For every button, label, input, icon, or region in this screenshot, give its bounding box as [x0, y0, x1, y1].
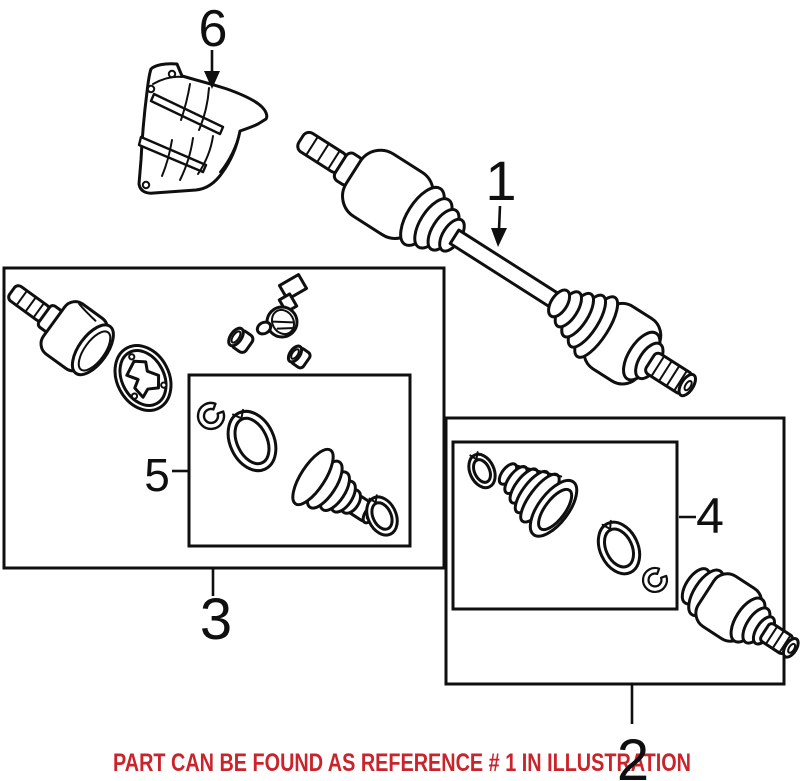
- shield-hole: [141, 180, 151, 190]
- outer-boot-kit-box: [451, 440, 679, 611]
- boot-clamp-large-inner: [226, 408, 278, 473]
- callout-3: 3: [200, 587, 232, 652]
- shield-hole: [167, 69, 177, 79]
- cv-boot-inner: [291, 447, 379, 525]
- outer-joint-kit-box: [444, 416, 786, 686]
- callout-5: 5: [144, 449, 170, 501]
- snap-ring-outer: [641, 566, 668, 594]
- snap-ring-inner: [196, 401, 226, 431]
- boot-clamp-small-outer: [467, 451, 497, 490]
- callout-4: 4: [696, 488, 724, 544]
- leader-1: [491, 205, 507, 247]
- axle-shaft: [448, 228, 562, 310]
- boot-clamp-large-outer: [596, 519, 642, 576]
- reference-note: PART CAN BE FOUND AS REFERENCE # 1 IN IL…: [113, 749, 691, 777]
- drive-axle-assembly: [296, 130, 697, 398]
- leader-6: [204, 50, 220, 89]
- arrowhead: [204, 71, 220, 89]
- cap-nut: [227, 326, 255, 354]
- flange-hole: [160, 381, 168, 389]
- flange-hole: [130, 392, 139, 400]
- cap-nut: [286, 344, 312, 370]
- flange-hole: [128, 353, 136, 361]
- outer-cv-joint: [680, 567, 800, 659]
- shield-rib: [137, 135, 208, 174]
- boot-clamp-small-inner: [365, 494, 399, 537]
- arrowhead: [491, 228, 507, 247]
- callout-6: 6: [199, 0, 228, 58]
- inner-boot-kit-box: [187, 373, 412, 548]
- cv-boot-outer: [497, 462, 579, 538]
- hardware-set: [227, 273, 312, 370]
- heat-shield: [137, 62, 269, 195]
- inner-stub-joint: [7, 284, 115, 377]
- joint-flange: [113, 344, 173, 412]
- fitting-nub: [255, 320, 273, 336]
- bolt-plate: [277, 273, 309, 301]
- callout-2: 2: [617, 728, 649, 781]
- callout-1: 1: [485, 149, 516, 212]
- shield-hole: [146, 84, 156, 94]
- flange-trilobe: [125, 359, 161, 399]
- shield-rib: [149, 92, 225, 136]
- inner-joint-kit-box: [2, 266, 446, 570]
